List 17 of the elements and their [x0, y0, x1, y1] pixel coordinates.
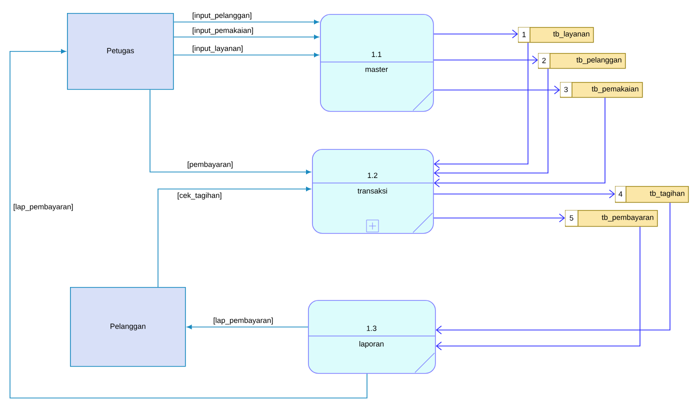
arrow — [150, 89, 311, 174]
arrow — [158, 186, 311, 288]
arrow — [436, 226, 640, 350]
arrow — [434, 68, 548, 178]
arrow — [173, 20, 319, 24]
arrow — [433, 30, 518, 38]
arrow — [173, 52, 319, 58]
arrow — [10, 49, 368, 398]
arrow — [433, 190, 615, 198]
arrow — [433, 86, 560, 94]
arrow — [436, 202, 670, 334]
arrow — [433, 214, 565, 222]
arrow — [433, 56, 538, 64]
arrow — [434, 42, 528, 168]
arrow — [173, 34, 319, 40]
arrow — [186, 324, 308, 330]
arrow — [434, 97, 606, 188]
